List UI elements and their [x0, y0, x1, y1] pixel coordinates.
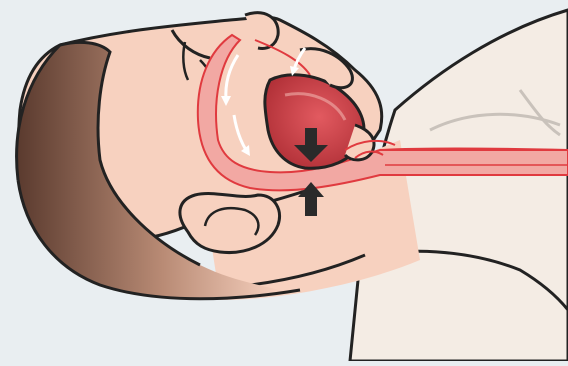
snoring-airway-illustration	[0, 0, 568, 361]
illustration-canvas	[0, 0, 568, 361]
